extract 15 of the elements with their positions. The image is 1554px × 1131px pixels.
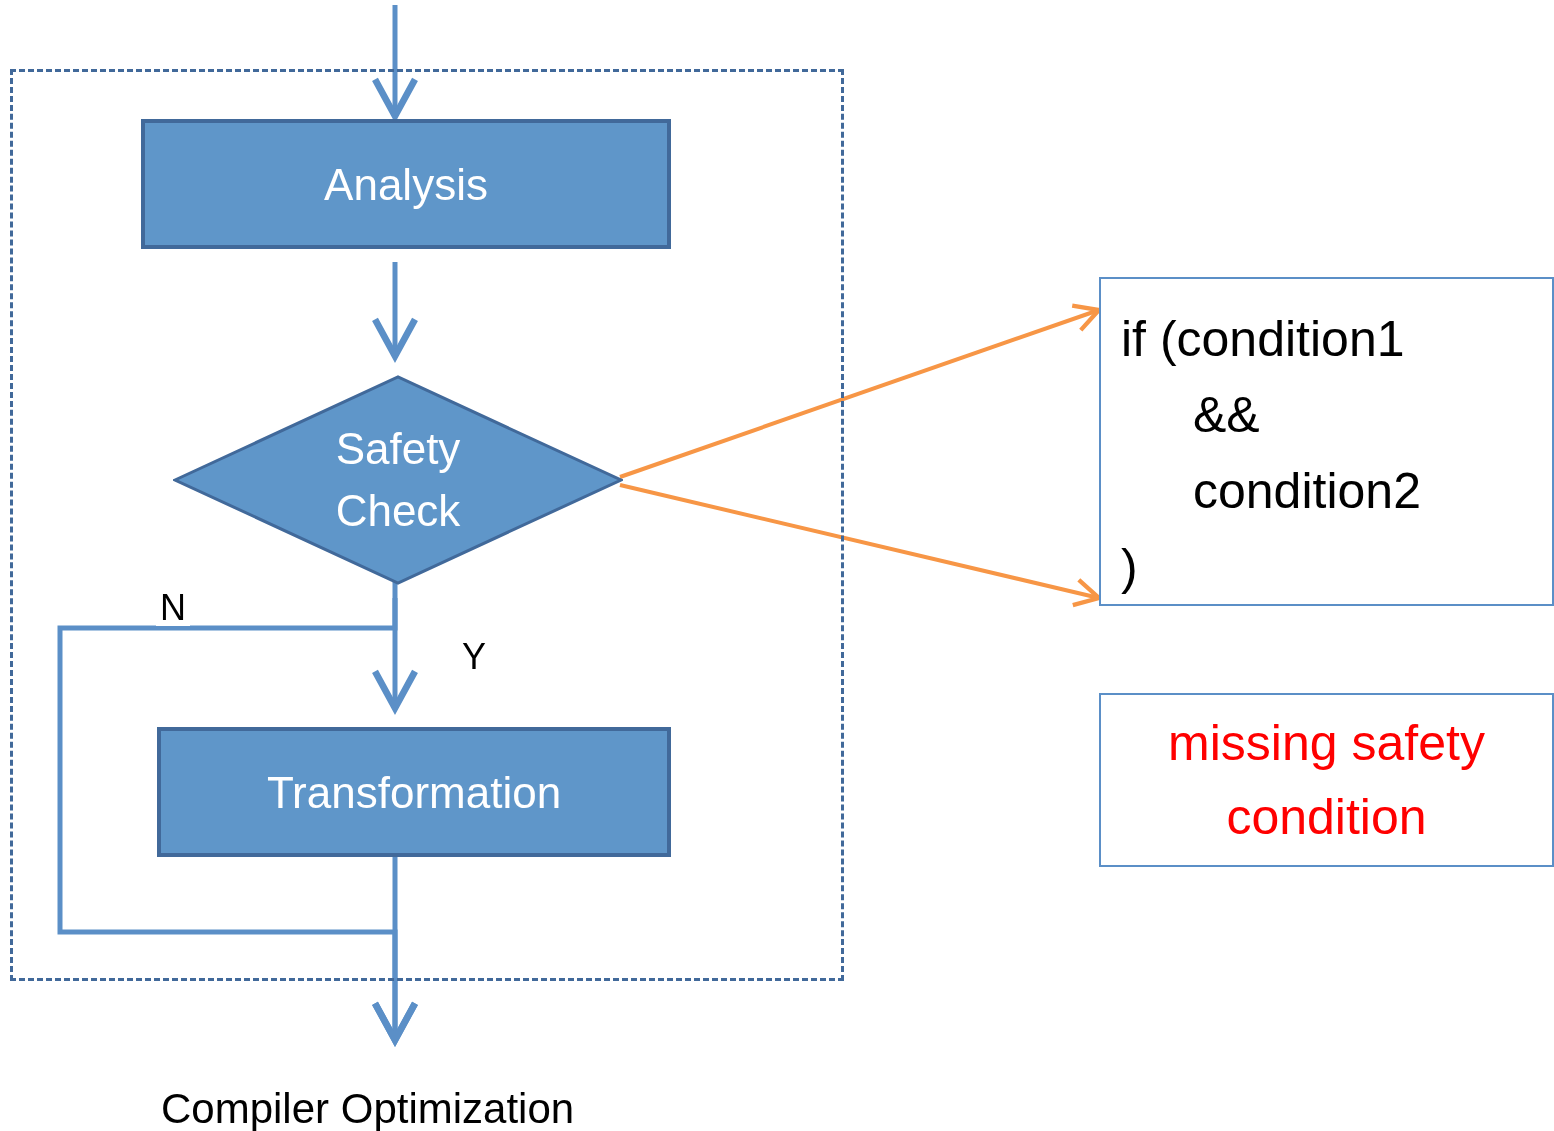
code-line: )	[1121, 538, 1138, 597]
node-label: Transformation	[266, 766, 562, 819]
note-box	[1099, 693, 1554, 867]
node-label: Safety Check	[334, 423, 462, 537]
code-line: &&	[1193, 386, 1260, 445]
arrow	[371, 5, 419, 120]
code-box	[1099, 277, 1554, 606]
decision-diamond	[173, 375, 623, 585]
node-label: Analysis	[324, 158, 488, 211]
note-text: missing safety condition	[1167, 714, 1486, 847]
process-box	[157, 727, 671, 857]
code-line: if (condition1	[1121, 310, 1405, 369]
code-line: condition2	[1193, 462, 1421, 521]
arrow	[371, 262, 419, 360]
process-box	[141, 119, 671, 249]
